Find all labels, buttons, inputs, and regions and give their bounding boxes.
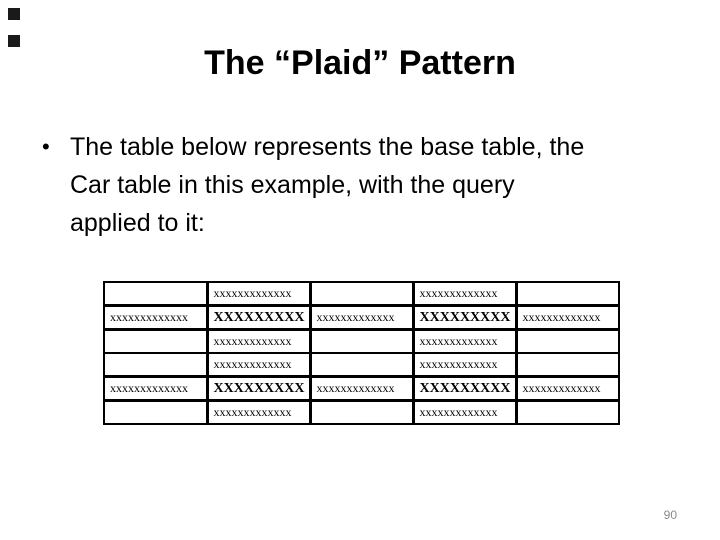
bullet-text-line-3: applied to it: — [70, 209, 205, 237]
bullet-text-line-1: The table below represents the base tabl… — [70, 133, 585, 161]
table-cell — [103, 399, 208, 425]
table-cell: xxxxxxxxxxxxx — [205, 281, 312, 307]
table-cell: xxxxxxxxxxxxx — [515, 375, 620, 402]
table-cell: xxxxxxxxxxxxx — [515, 304, 620, 331]
table-cell: xxxxxxxxxxxxx — [411, 399, 518, 425]
table-cell: xxxxxxxxxxxxx — [205, 328, 312, 354]
table-cell: XXXXXXXXX — [205, 304, 312, 331]
table-cell — [103, 328, 208, 354]
table-cell — [309, 399, 414, 425]
bullet-text: The table below represents the base tabl… — [70, 128, 584, 242]
table-cell: xxxxxxxxxxxxx — [103, 375, 208, 402]
table-cell: xxxxxxxxxxxxx — [309, 304, 414, 331]
table-cell — [309, 328, 414, 354]
table-row: xxxxxxxxxxxxx xxxxxxxxxxxxx — [103, 399, 620, 425]
table-cell — [515, 399, 620, 425]
table-cell: xxxxxxxxxxxxx — [411, 352, 518, 378]
table-cell — [515, 352, 620, 378]
table-cell: xxxxxxxxxxxxx — [411, 328, 518, 354]
corner-deco-square-top — [8, 8, 20, 20]
table-cell: xxxxxxxxxxxxx — [205, 352, 312, 378]
corner-deco-square-bottom — [8, 35, 20, 47]
table-cell: xxxxxxxxxxxxx — [309, 375, 414, 402]
table-cell — [309, 281, 414, 307]
table-cell: xxxxxxxxxxxxx — [205, 399, 312, 425]
table-cell — [103, 352, 208, 378]
table-cell: XXXXXXXXX — [205, 375, 312, 402]
table-cell — [515, 328, 620, 354]
page-title: The “Plaid” Pattern — [204, 44, 516, 82]
table-row: xxxxxxxxxxxxx xxxxxxxxxxxxx — [103, 328, 620, 354]
page-number: 90 — [663, 508, 677, 522]
bullet-text-line-2: Car table in this example, with the quer… — [70, 171, 515, 199]
table-cell — [515, 281, 620, 307]
table-cell — [309, 352, 414, 378]
bullet-marker: • — [42, 134, 50, 159]
table-cell: xxxxxxxxxxxxx — [411, 281, 518, 307]
table-cell — [103, 281, 208, 307]
table-cell: xxxxxxxxxxxxx — [103, 304, 208, 331]
bullet-item: • The table below represents the base ta… — [42, 128, 690, 242]
table-row: xxxxxxxxxxxxx xxxxxxxxxxxxx — [103, 281, 620, 307]
table-cell: XXXXXXXXX — [411, 304, 518, 331]
table-cell: XXXXXXXXX — [411, 375, 518, 402]
table-row: xxxxxxxxxxxxx xxxxxxxxxxxxx — [103, 352, 620, 378]
